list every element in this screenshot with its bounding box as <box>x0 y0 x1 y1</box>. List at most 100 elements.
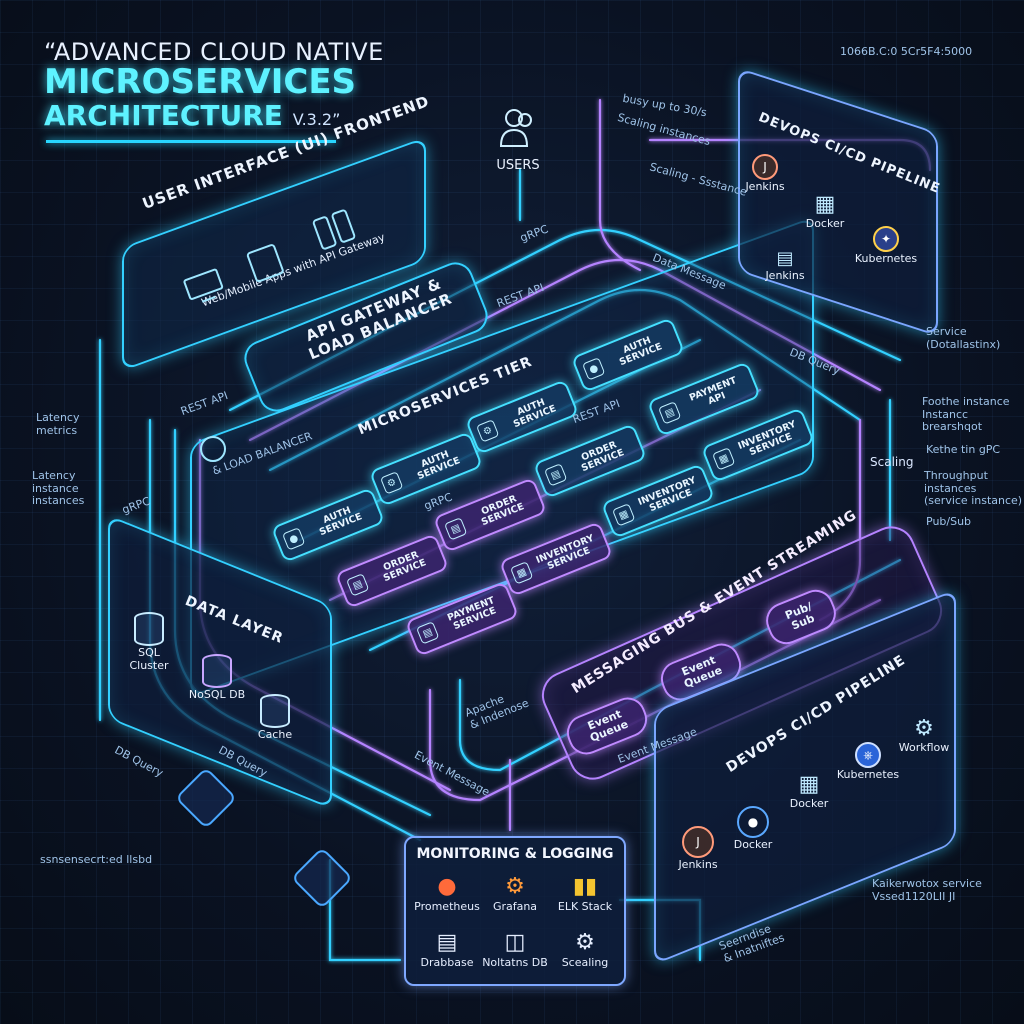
card-icon: ▤ <box>415 621 440 645</box>
workflow-node: ⚙Workflow <box>894 716 954 754</box>
sql-cluster-label: SQL Cluster <box>129 646 169 672</box>
mobile-app-icon <box>244 242 287 289</box>
docker-icon: ▦ <box>814 192 836 217</box>
kubernetes-node-bottom: ⎈Kubernetes <box>836 742 900 781</box>
prometheus-icon: ● <box>437 873 457 899</box>
kubernetes-icon: ⎈ <box>855 742 881 768</box>
kubernetes-label: Kubernetes <box>854 252 918 265</box>
database-icon <box>134 612 164 646</box>
annotation-text: Throughput instances (service instance) <box>924 469 1023 508</box>
users-icon <box>499 109 532 147</box>
monitoring-panel: MONITORING & LOGGING ●Prometheus ⚙Grafan… <box>404 836 626 986</box>
wire-top-3 <box>268 288 862 472</box>
scealing-label: Scealing <box>561 956 609 969</box>
docker-node-bottom: ●Docker <box>728 806 778 851</box>
docker-label: Docker <box>805 217 845 230</box>
grafana-icon: ⚙ <box>505 873 525 899</box>
box-icon: ▦ <box>711 447 736 471</box>
wire-bottom-2 <box>458 558 902 772</box>
title-underline <box>46 140 336 143</box>
annotation-text: Latency instance instances <box>32 469 85 508</box>
card-icon: ▤ <box>657 401 682 425</box>
workflow-label: Workflow <box>898 741 950 754</box>
elk-icon: ▮▮ <box>572 873 598 899</box>
nosql-db: NoSQL DB <box>182 654 252 701</box>
annotation-scaling-right: Scaling <box>870 455 914 469</box>
annotation-foothe-instance: Foothe instance Instancc brearshqot <box>922 395 1010 434</box>
annotation-text: Latency metrics <box>36 411 80 437</box>
annotation-latency-instances: Latency instance instances <box>32 469 85 508</box>
docker-label: Docker <box>733 838 773 851</box>
wire-top-1 <box>228 228 902 412</box>
noltatns-label: Noltatns DB <box>482 956 548 969</box>
annotation-latency-metrics: Latency metrics <box>36 411 80 437</box>
chart-icon: ▤ <box>436 929 458 955</box>
cart-icon: ▤ <box>543 463 568 487</box>
annotation-text: Service (Dotallastinx) <box>926 325 1001 351</box>
github-icon: ● <box>737 806 769 838</box>
annotation-bottom-left: ssnsensecrt:ed llsbd <box>40 853 153 866</box>
load-balancer-icon <box>200 436 226 462</box>
annotation-throughput: Throughput instances (service instance) <box>924 469 1023 508</box>
gear-search-icon: ⚙ <box>575 929 595 955</box>
phone-icon <box>310 204 363 259</box>
cart-icon: ▤ <box>443 517 468 541</box>
title-line3-text: ARCHITECTURE <box>44 98 283 132</box>
title-line3: ARCHITECTURE V.3.2” <box>44 101 384 130</box>
monitoring-title: MONITORING & LOGGING <box>416 846 614 862</box>
cache: Cache <box>250 694 300 741</box>
elk-label: ELK Stack <box>557 900 613 913</box>
annotation-kethe-grpc: Kethe tin gPC <box>926 443 1001 456</box>
users-label: USERS <box>496 158 540 173</box>
kubernetes-node-top: ✦Kubernetes <box>854 226 918 265</box>
jenkins-icon: J <box>752 154 778 180</box>
wire-top-2 <box>248 258 882 442</box>
jenkins-label: Jenkins <box>765 269 805 282</box>
jenkins-label: Jenkins <box>745 180 785 193</box>
prometheus-item: ●Prometheus <box>412 872 482 914</box>
desktop-icon <box>181 267 228 312</box>
elk-item: ▮▮ELK Stack <box>550 872 620 914</box>
database-icon <box>260 694 290 728</box>
diagram-title: “ADVANCED CLOUD NATIVE MICROSERVICES ARC… <box>44 39 384 130</box>
annotation-service-datalastinx: Service (Dotallastinx) <box>926 325 1001 351</box>
drabbase-label: Drabbase <box>420 956 474 969</box>
cache-label: Cache <box>257 728 293 741</box>
kubernetes-icon: ✦ <box>873 226 899 252</box>
noltatns-item: ◫Noltatns DB <box>480 928 550 970</box>
grafana-label: Grafana <box>492 900 538 913</box>
annotation-top-right-codes: 1066B.C:0 5Cr5F4:5000 <box>840 45 973 58</box>
annotation-pubsub-right: Pub/Sub <box>926 515 972 528</box>
workflow-gear-icon: ⚙ <box>914 716 934 741</box>
docker-node-bottom2: ▦Docker <box>784 772 834 810</box>
docker-icon: ▦ <box>798 772 820 797</box>
jenkins-node-top2: ▤Jenkins <box>760 248 810 282</box>
gear-icon: ⚙ <box>379 471 404 495</box>
docker-label: Docker <box>789 797 829 810</box>
jenkins-label: Jenkins <box>678 858 718 871</box>
cart-icon: ▤ <box>345 573 370 597</box>
lock-icon: ● <box>581 357 606 381</box>
database-icon <box>202 654 232 688</box>
annotation-text: Foothe instance Instancc brearshqot <box>922 395 1010 434</box>
wire-top-devops <box>598 98 642 272</box>
wire-bottom-1 <box>428 598 882 802</box>
annotation-text: Kaikerwotox service Vssed1120LII JI <box>872 877 982 903</box>
drabbase-item: ▤Drabbase <box>412 928 482 970</box>
grafana-item: ⚙Grafana <box>480 872 550 914</box>
box-icon: ▦ <box>611 503 636 527</box>
annotation-bottom-right: Kaikerwotox service Vssed1120LII JI <box>872 877 982 903</box>
kubernetes-label: Kubernetes <box>836 768 900 781</box>
clipboard-icon: ▤ <box>776 248 794 269</box>
box-icon: ▦ <box>509 561 534 585</box>
prometheus-label: Prometheus <box>414 900 480 913</box>
nosql-db-label: NoSQL DB <box>188 688 246 701</box>
title-line2: MICROSERVICES <box>44 62 357 103</box>
scealing-item: ⚙Scealing <box>550 928 620 970</box>
lock-icon: ● <box>281 527 306 551</box>
users-node: USERS <box>488 106 548 173</box>
jenkins-icon: J <box>682 826 714 858</box>
